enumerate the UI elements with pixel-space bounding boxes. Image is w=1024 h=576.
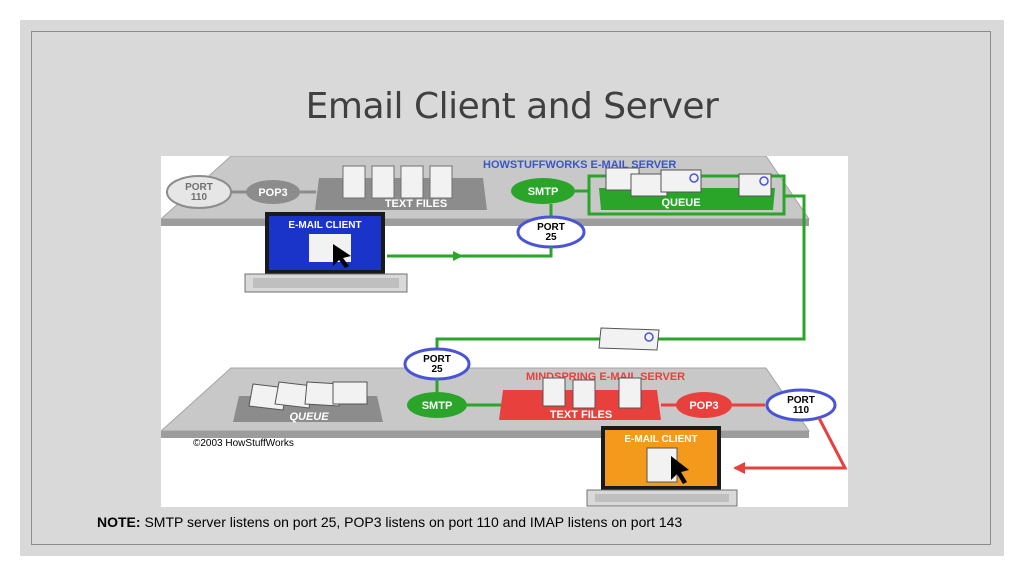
bottom-port-110-line2: 110 [793, 405, 810, 416]
top-text-files-label: TEXT FILES [385, 198, 447, 210]
bottom-client-label: E-MAIL CLIENT [624, 434, 697, 445]
bottom-port-25-line1: PORT [423, 354, 451, 365]
top-queue-label: QUEUE [661, 197, 700, 209]
top-server-title: HOWSTUFFWORKS E-MAIL SERVER [483, 159, 676, 171]
top-pop3: POP3 [246, 180, 300, 204]
bottom-text-files-label: TEXT FILES [550, 409, 612, 421]
bottom-pop3: POP3 [676, 392, 732, 418]
email-flow-diagram: HOWSTUFFWORKS E-MAIL SERVER PORT 110 POP… [161, 156, 848, 507]
footnote: NOTE: SMTP server listens on port 25, PO… [97, 514, 682, 530]
top-port-110-line1: PORT [185, 182, 213, 193]
top-port-25-line1: PORT [537, 222, 565, 233]
bottom-port-25: PORT 25 [403, 347, 471, 392]
copyright-label: ©2003 HowStuffWorks [193, 438, 294, 449]
bottom-smtp-label: SMTP [422, 400, 453, 412]
top-text-files: TEXT FILES [315, 165, 487, 210]
top-smtp: SMTP [511, 178, 575, 204]
top-port-110-line2: 110 [191, 192, 208, 203]
bottom-queue-label: QUEUE [289, 411, 329, 423]
top-email-client: E-MAIL CLIENT [244, 212, 408, 293]
top-queue: QUEUE [587, 167, 786, 216]
top-client-label: E-MAIL CLIENT [288, 220, 361, 231]
top-port-110: PORT 110 [166, 175, 232, 209]
top-pop3-label: POP3 [258, 187, 287, 199]
slide-title: Email Client and Server [305, 86, 719, 127]
slide-frame [31, 31, 991, 545]
bottom-queue: QUEUE [233, 381, 383, 423]
footnote-text: SMTP server listens on port 25, POP3 lis… [140, 514, 683, 530]
bottom-server-title: MINDSPRING E-MAIL SERVER [526, 371, 685, 383]
in-transit-envelope [598, 327, 660, 351]
bottom-port-110-line1: PORT [787, 395, 815, 406]
bottom-smtp: SMTP [407, 392, 467, 418]
bottom-port-110: PORT 110 [765, 388, 837, 422]
bottom-email-client: E-MAIL CLIENT [586, 426, 738, 507]
bottom-port-25-line2: 25 [431, 364, 443, 375]
top-port-25-line2: 25 [545, 232, 557, 243]
bottom-text-files: TEXT FILES [499, 377, 661, 421]
footnote-label: NOTE: [97, 514, 141, 530]
top-smtp-label: SMTP [528, 186, 559, 198]
bottom-pop3-label: POP3 [689, 400, 718, 412]
